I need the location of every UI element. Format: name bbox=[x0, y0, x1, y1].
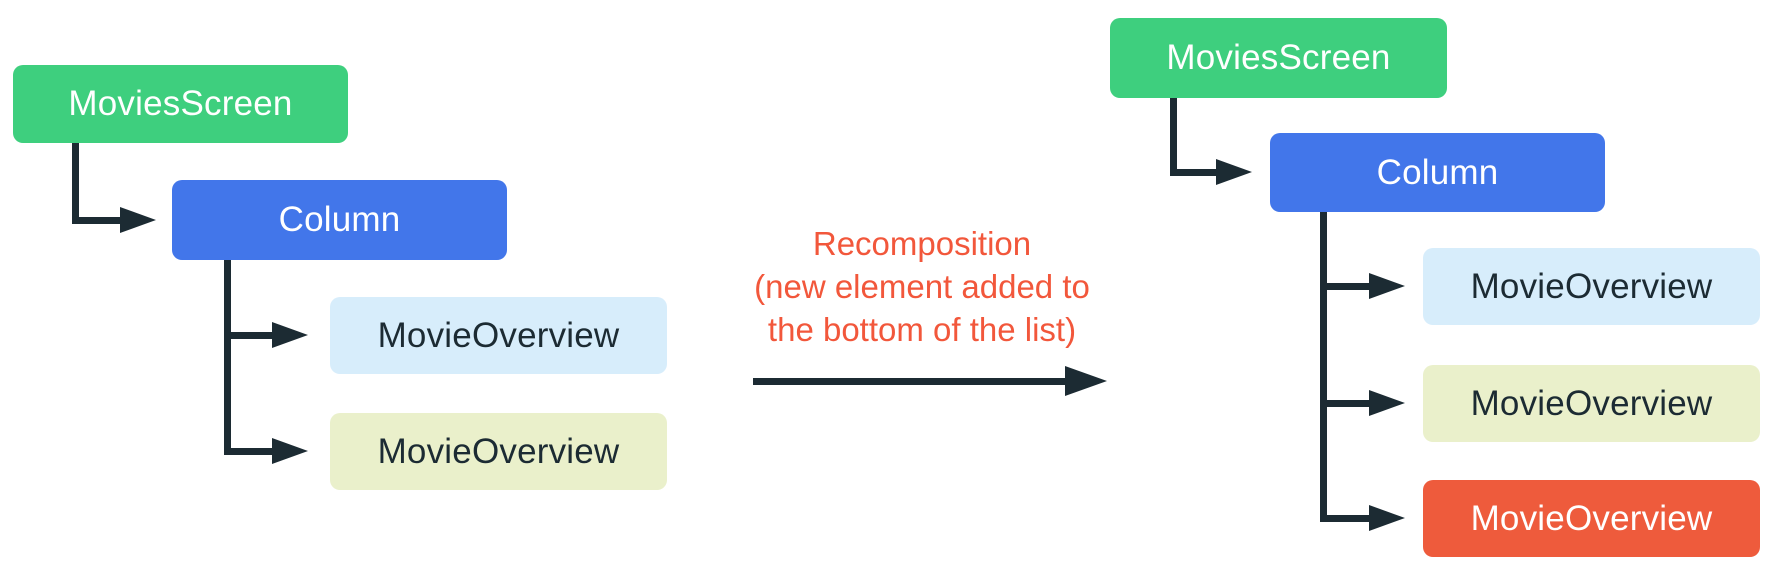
connector-line bbox=[224, 260, 231, 455]
connector-line bbox=[1320, 515, 1369, 522]
connector-line bbox=[1170, 98, 1177, 176]
after-tree-node-moviesscreen: MoviesScreen bbox=[1110, 18, 1447, 98]
connector-line bbox=[1320, 212, 1327, 522]
annotation-line: (new element added to bbox=[754, 268, 1090, 305]
annotation-line: Recomposition bbox=[812, 225, 1032, 262]
connector-line bbox=[224, 332, 272, 339]
before-tree-node-movieoverview-2: MovieOverview bbox=[330, 413, 667, 490]
connector-line bbox=[1170, 169, 1216, 176]
connector-line bbox=[224, 448, 272, 455]
before-tree-node-movieoverview-1: MovieOverview bbox=[330, 297, 667, 374]
arrowhead-icon bbox=[1369, 390, 1405, 416]
after-tree-node-movieoverview-2: MovieOverview bbox=[1423, 365, 1760, 442]
connector-line bbox=[1320, 283, 1369, 290]
connector-line bbox=[72, 217, 120, 224]
arrowhead-icon bbox=[1369, 273, 1405, 299]
arrowhead-icon bbox=[1369, 505, 1405, 531]
connector-line bbox=[72, 143, 79, 224]
arrowhead-icon bbox=[272, 438, 308, 464]
before-tree-node-moviesscreen: MoviesScreen bbox=[13, 65, 348, 143]
before-tree-node-column: Column bbox=[172, 180, 507, 260]
arrowhead-icon bbox=[272, 322, 308, 348]
after-tree-node-column: Column bbox=[1270, 133, 1605, 212]
arrowhead-icon bbox=[120, 207, 156, 233]
arrowhead-icon bbox=[1216, 159, 1252, 185]
recomposition-arrowhead-icon bbox=[1065, 366, 1107, 396]
after-tree-node-movieoverview-3-new: MovieOverview bbox=[1423, 480, 1760, 557]
recomposition-annotation: Recomposition (new element added to the … bbox=[702, 222, 1142, 351]
connector-line bbox=[1320, 400, 1369, 407]
annotation-line: the bottom of the list) bbox=[767, 311, 1077, 348]
after-tree-node-movieoverview-1: MovieOverview bbox=[1423, 248, 1760, 325]
recomposition-arrow-line bbox=[753, 378, 1065, 385]
